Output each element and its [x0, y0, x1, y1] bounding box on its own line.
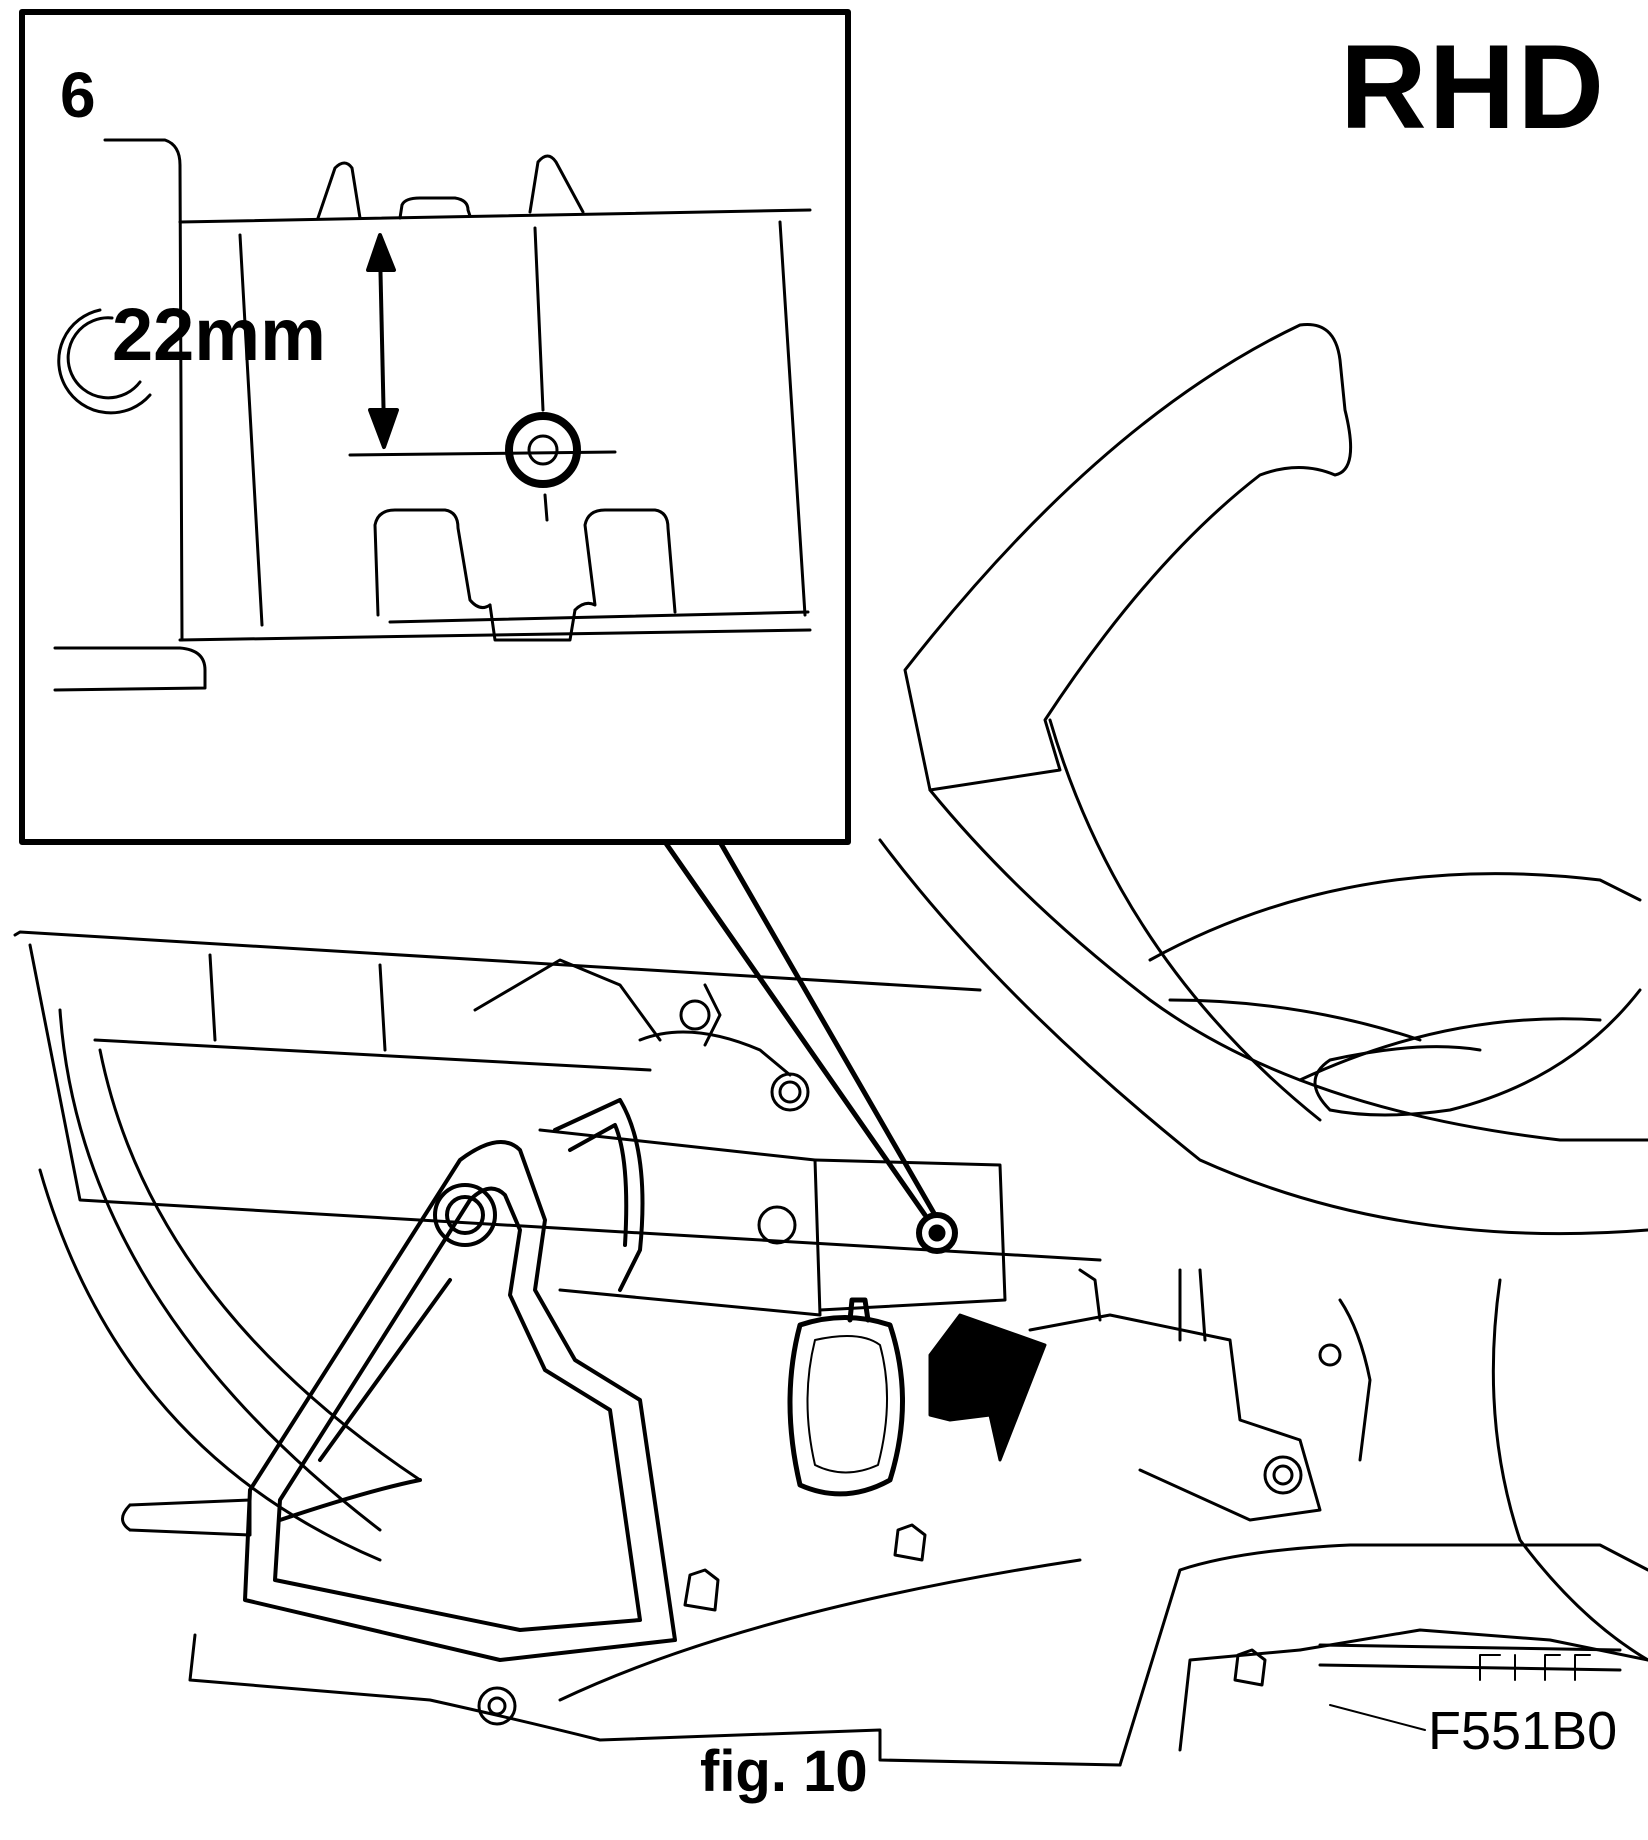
inset-fastener: [348, 226, 617, 522]
figure-caption: fig. 10: [700, 1739, 868, 1804]
direction-arrow-icon: [928, 1313, 1047, 1462]
inset-bottom-tabs: [373, 508, 677, 642]
dimension-arrow-icon: [366, 233, 399, 449]
dimension-label: 22mm: [112, 293, 326, 376]
inset-panel: [53, 138, 812, 692]
callout-number: 6: [60, 59, 96, 131]
pedal-pad: [787, 1297, 905, 1497]
detail-inset-frame: [19, 9, 851, 845]
mounting-plate: [473, 958, 1007, 1317]
code-tick-marks: [1479, 1654, 1591, 1681]
dashboard-panel: [13, 930, 1102, 1562]
floor-bolts: [477, 1523, 1267, 1726]
inset-leader-lines: [662, 839, 938, 1218]
measurement-arc-icon: [57, 308, 152, 415]
drawing-code: F551B0: [1428, 1701, 1618, 1761]
steering-wheel: [878, 322, 1648, 1236]
inset-top-clips: [316, 154, 585, 220]
code-leader-line: [1329, 1704, 1426, 1731]
floor-rail: [121, 1498, 1648, 1767]
variant-label: RHD: [1340, 20, 1606, 154]
target-fastener: [916, 1212, 958, 1254]
column-bracket: [1028, 1268, 1648, 1662]
pedal-bracket: [243, 1098, 677, 1662]
